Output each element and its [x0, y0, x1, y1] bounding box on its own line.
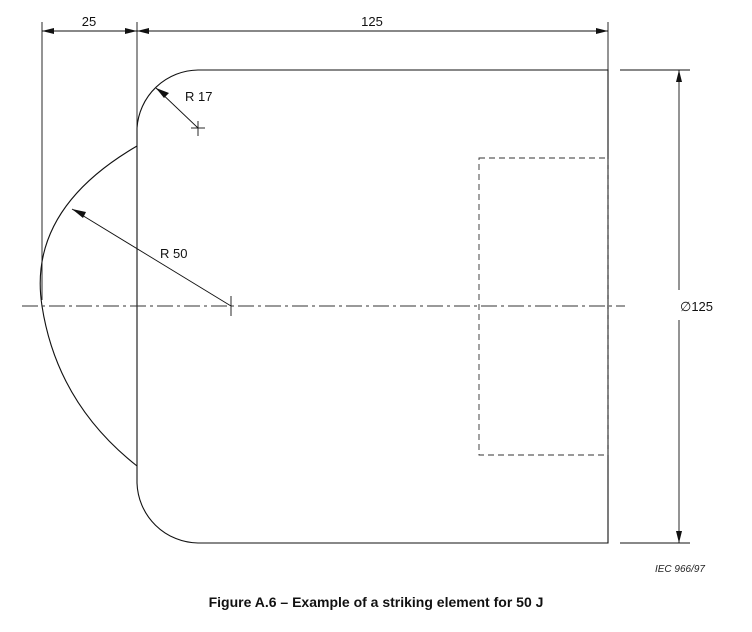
arrow-head [156, 88, 169, 98]
arrow-head [596, 28, 608, 34]
arrow-head [72, 209, 86, 218]
radius-label-r50: R 50 [160, 246, 187, 261]
dimension-label-25: 25 [82, 14, 96, 29]
arrow-head [42, 28, 54, 34]
arrow-head [137, 28, 149, 34]
figure-caption: Figure A.6 – Example of a striking eleme… [208, 594, 544, 610]
striking-face-arc [39, 145, 138, 467]
diameter-label: ∅125 [680, 299, 713, 314]
reference-number: IEC 966/97 [655, 564, 705, 575]
arrow-head [676, 70, 682, 82]
body-outline [136, 69, 609, 544]
radius-label-r17: R 17 [185, 89, 212, 104]
arrow-head [676, 531, 682, 543]
leader-line-r50 [71, 208, 232, 307]
arrow-head [125, 28, 137, 34]
hidden-bore [478, 157, 609, 456]
dimension-label-125: 125 [361, 14, 383, 29]
